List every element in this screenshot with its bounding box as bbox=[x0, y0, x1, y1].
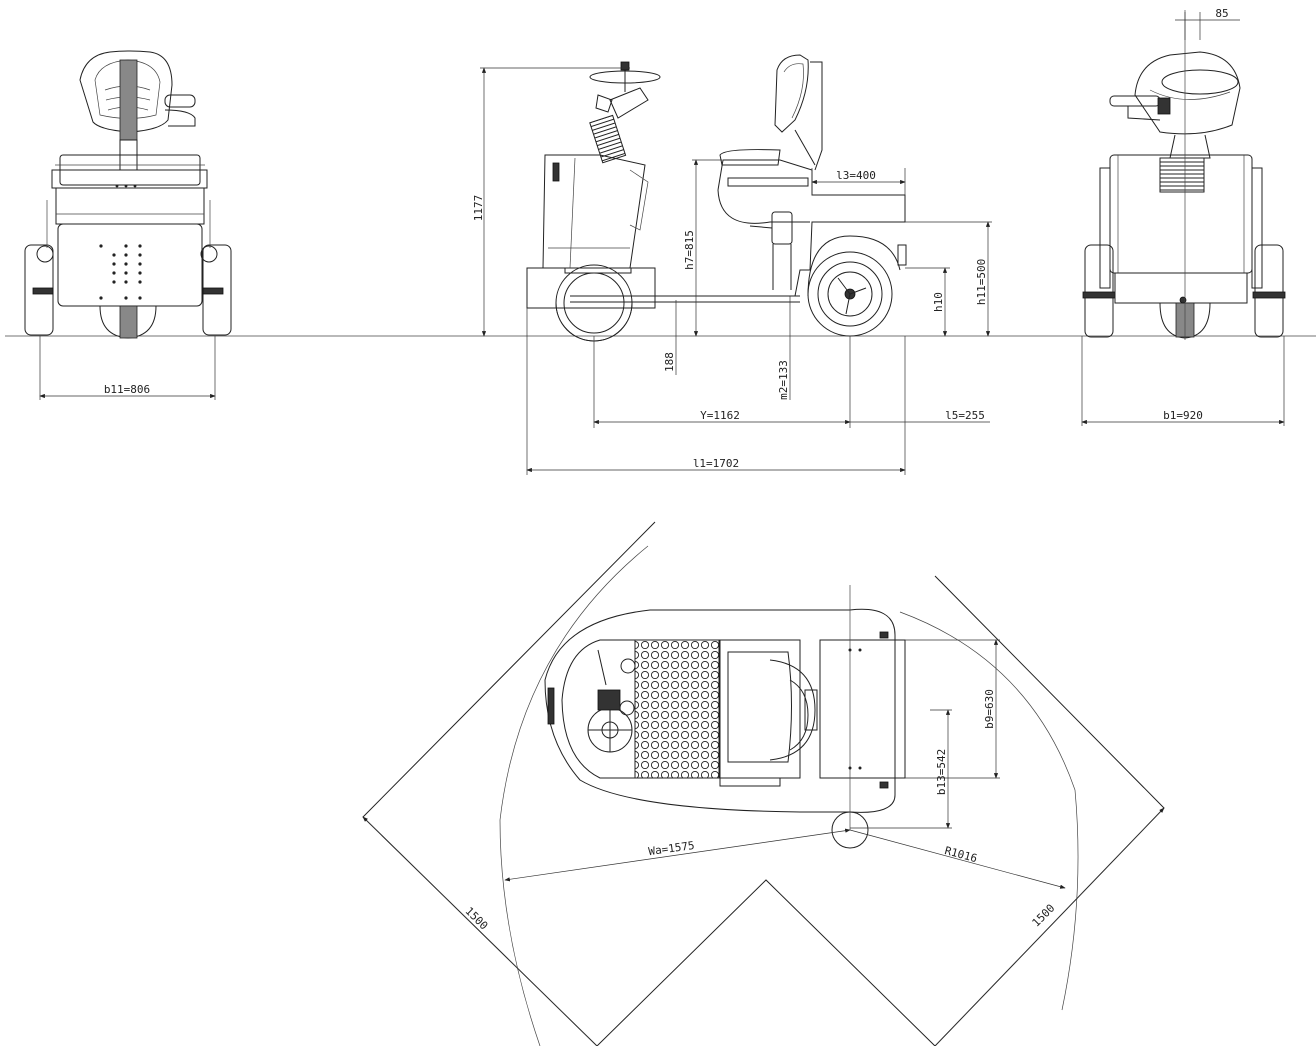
dim-m2: m2=133 bbox=[777, 360, 790, 400]
rear-view bbox=[1082, 10, 1286, 340]
dim-wa: Wa=1575 bbox=[648, 839, 696, 858]
side-view bbox=[526, 54, 907, 342]
dim-h11: h11=500 bbox=[975, 259, 988, 305]
dim-b1: b1=920 bbox=[1163, 409, 1203, 422]
dim-b13: b13=542 bbox=[935, 749, 948, 795]
top-view bbox=[362, 521, 1165, 1046]
dim-l5: l5=255 bbox=[945, 409, 985, 422]
dim-y: Y=1162 bbox=[700, 409, 740, 422]
dim-r: R1016 bbox=[943, 844, 978, 865]
dim-h10: h10 bbox=[932, 292, 945, 312]
dim-total-height: 1177 bbox=[472, 195, 485, 222]
dim-l1: l1=1702 bbox=[693, 457, 739, 470]
dim-h7: h7=815 bbox=[683, 230, 696, 270]
front-view bbox=[24, 50, 232, 339]
dim-l3: l3=400 bbox=[836, 169, 876, 182]
dim-b9: b9=630 bbox=[983, 689, 996, 729]
dim-85: 85 bbox=[1215, 7, 1228, 20]
dim-b11: b11=806 bbox=[104, 383, 150, 396]
dim-ground-clearance: 188 bbox=[663, 352, 676, 372]
dim-aisle-right: 1500 bbox=[1030, 902, 1058, 930]
